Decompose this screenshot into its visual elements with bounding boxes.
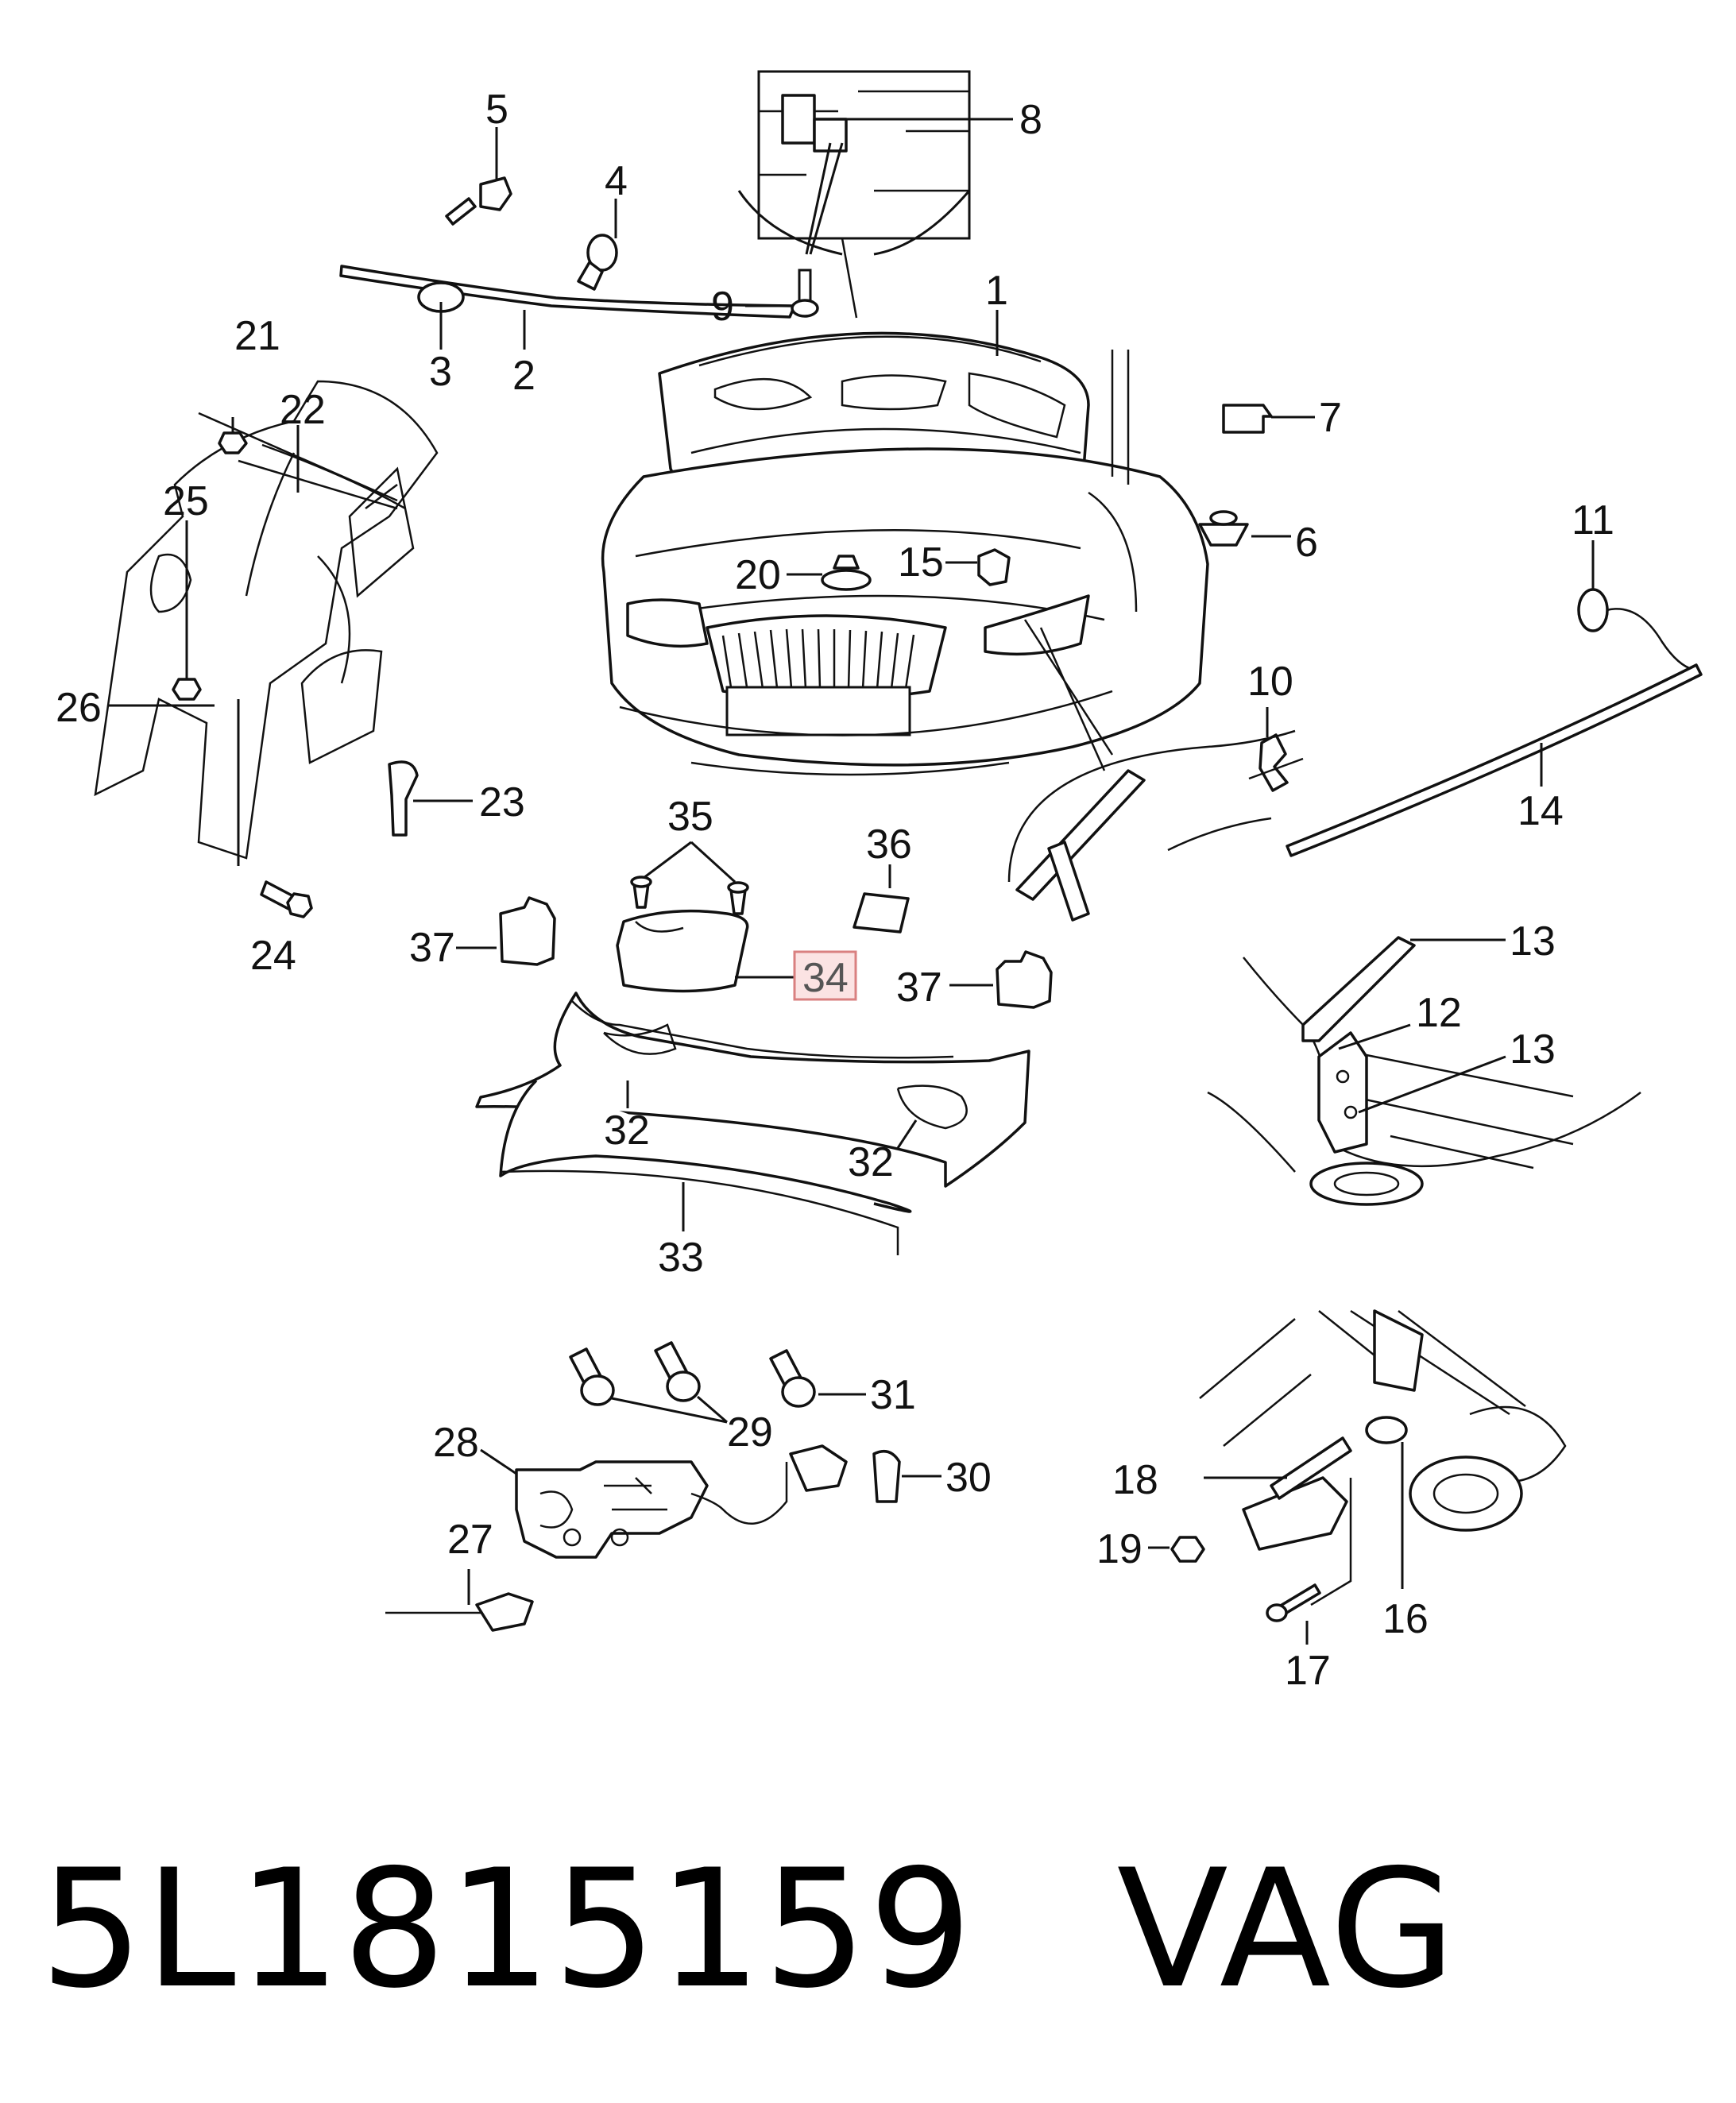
label-5: 5 (485, 87, 508, 133)
label-17: 17 (1285, 1648, 1331, 1694)
label-1: 1 (985, 268, 1008, 314)
car-front-body (601, 310, 1209, 776)
label-36: 36 (866, 821, 912, 868)
label-9: 9 (711, 284, 734, 330)
part-29-bolts (569, 1341, 728, 1424)
part-34-cover (616, 909, 795, 993)
part-8-inset (737, 70, 1013, 319)
label-2: 2 (512, 353, 535, 399)
part-10-clip (1248, 707, 1304, 792)
part-14-strip (1286, 663, 1703, 857)
label-15: 15 (898, 539, 944, 586)
label-12: 12 (1416, 990, 1462, 1036)
part-15-buffer (945, 548, 1011, 586)
label-16: 16 (1382, 1596, 1429, 1642)
label-26: 26 (56, 685, 102, 731)
label-37b: 37 (896, 965, 942, 1011)
label-14: 14 (1518, 788, 1564, 834)
part-number: 5L1815159 (40, 1835, 974, 2024)
part-7-clip (1222, 404, 1315, 434)
left-fender-assembly (94, 380, 473, 918)
part-12-13-detail (1207, 936, 1641, 1206)
parts-diagram: 5 4 3 2 8 9 (56, 70, 1703, 1694)
part-36-pad (853, 864, 910, 934)
label-23: 23 (479, 779, 525, 825)
label-13a: 13 (1510, 918, 1556, 965)
part-6-buffer (1198, 510, 1291, 547)
label-29: 29 (727, 1409, 773, 1455)
label-33: 33 (658, 1235, 704, 1281)
part-number-caption: 5L1815159 VAG (40, 1835, 1457, 2024)
label-22: 22 (280, 387, 326, 433)
label-13b: 13 (1510, 1026, 1556, 1073)
part-31-bolt (769, 1349, 866, 1408)
label-4: 4 (605, 158, 628, 204)
highlight-34: 34 (793, 950, 857, 1001)
label-18: 18 (1112, 1457, 1158, 1503)
part-11-grommet (1577, 540, 1695, 671)
label-19: 19 (1096, 1526, 1143, 1572)
label-21: 21 (234, 313, 280, 359)
hood-prop-detail (1007, 619, 1296, 922)
part-9-screw (745, 269, 819, 318)
part-37-right (949, 950, 1053, 1009)
part-5-bolt (445, 127, 512, 226)
part-37-left (456, 896, 556, 966)
part-20-stop (787, 555, 872, 591)
label-7: 7 (1319, 395, 1342, 441)
label-8: 8 (1019, 97, 1042, 143)
brand-name: VAG (1116, 1835, 1458, 2024)
label-27: 27 (447, 1517, 493, 1563)
label-25: 25 (163, 478, 209, 524)
label-34: 34 (802, 955, 849, 1001)
label-30: 30 (945, 1455, 992, 1501)
part-28-lock (385, 1444, 941, 1632)
part-35-screws (630, 841, 749, 915)
label-10: 10 (1247, 659, 1293, 705)
part-2-strip (339, 265, 796, 350)
label-35: 35 (667, 794, 713, 840)
label-28: 28 (433, 1420, 479, 1466)
label-3: 3 (429, 349, 452, 395)
label-20: 20 (735, 552, 781, 598)
label-6: 6 (1295, 520, 1318, 566)
label-24: 24 (250, 933, 296, 979)
part-33-panel (475, 992, 1030, 1255)
label-31: 31 (870, 1372, 916, 1418)
part-16-19-detail (1148, 1309, 1567, 1645)
label-37a: 37 (409, 925, 455, 971)
part-4-clip (577, 199, 618, 291)
label-32a: 32 (604, 1108, 650, 1154)
label-11: 11 (1572, 497, 1614, 543)
label-32b: 32 (848, 1139, 894, 1185)
